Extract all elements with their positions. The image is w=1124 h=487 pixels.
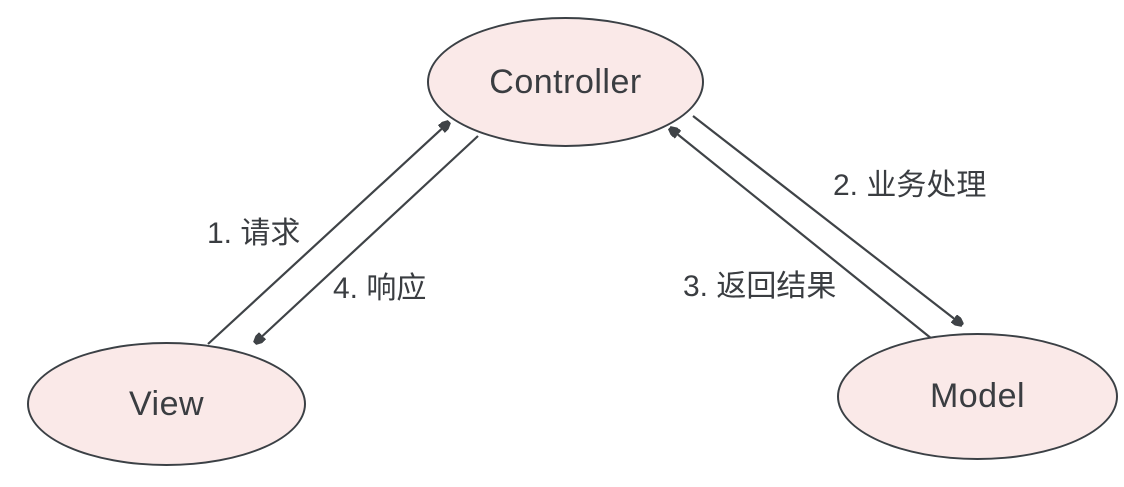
arrow-view-to-controller bbox=[207, 123, 448, 345]
node-model-label: Model bbox=[929, 377, 1026, 415]
node-model: Model bbox=[837, 333, 1118, 460]
arrow-controller-to-view bbox=[256, 135, 479, 342]
edge-label-business: 2. 业务处理 bbox=[833, 169, 987, 202]
edge-label-result: 3. 返回结果 bbox=[683, 270, 837, 303]
edge-label-response: 4. 响应 bbox=[333, 272, 427, 305]
arrow-model-to-controller bbox=[671, 129, 938, 344]
node-controller-label: Controller bbox=[489, 62, 642, 101]
node-view-label: View bbox=[128, 384, 205, 423]
edge-label-request: 1. 请求 bbox=[207, 217, 301, 250]
node-controller: Controller bbox=[427, 17, 704, 147]
arrow-controller-to-model bbox=[692, 115, 961, 324]
node-view: View bbox=[27, 342, 306, 466]
